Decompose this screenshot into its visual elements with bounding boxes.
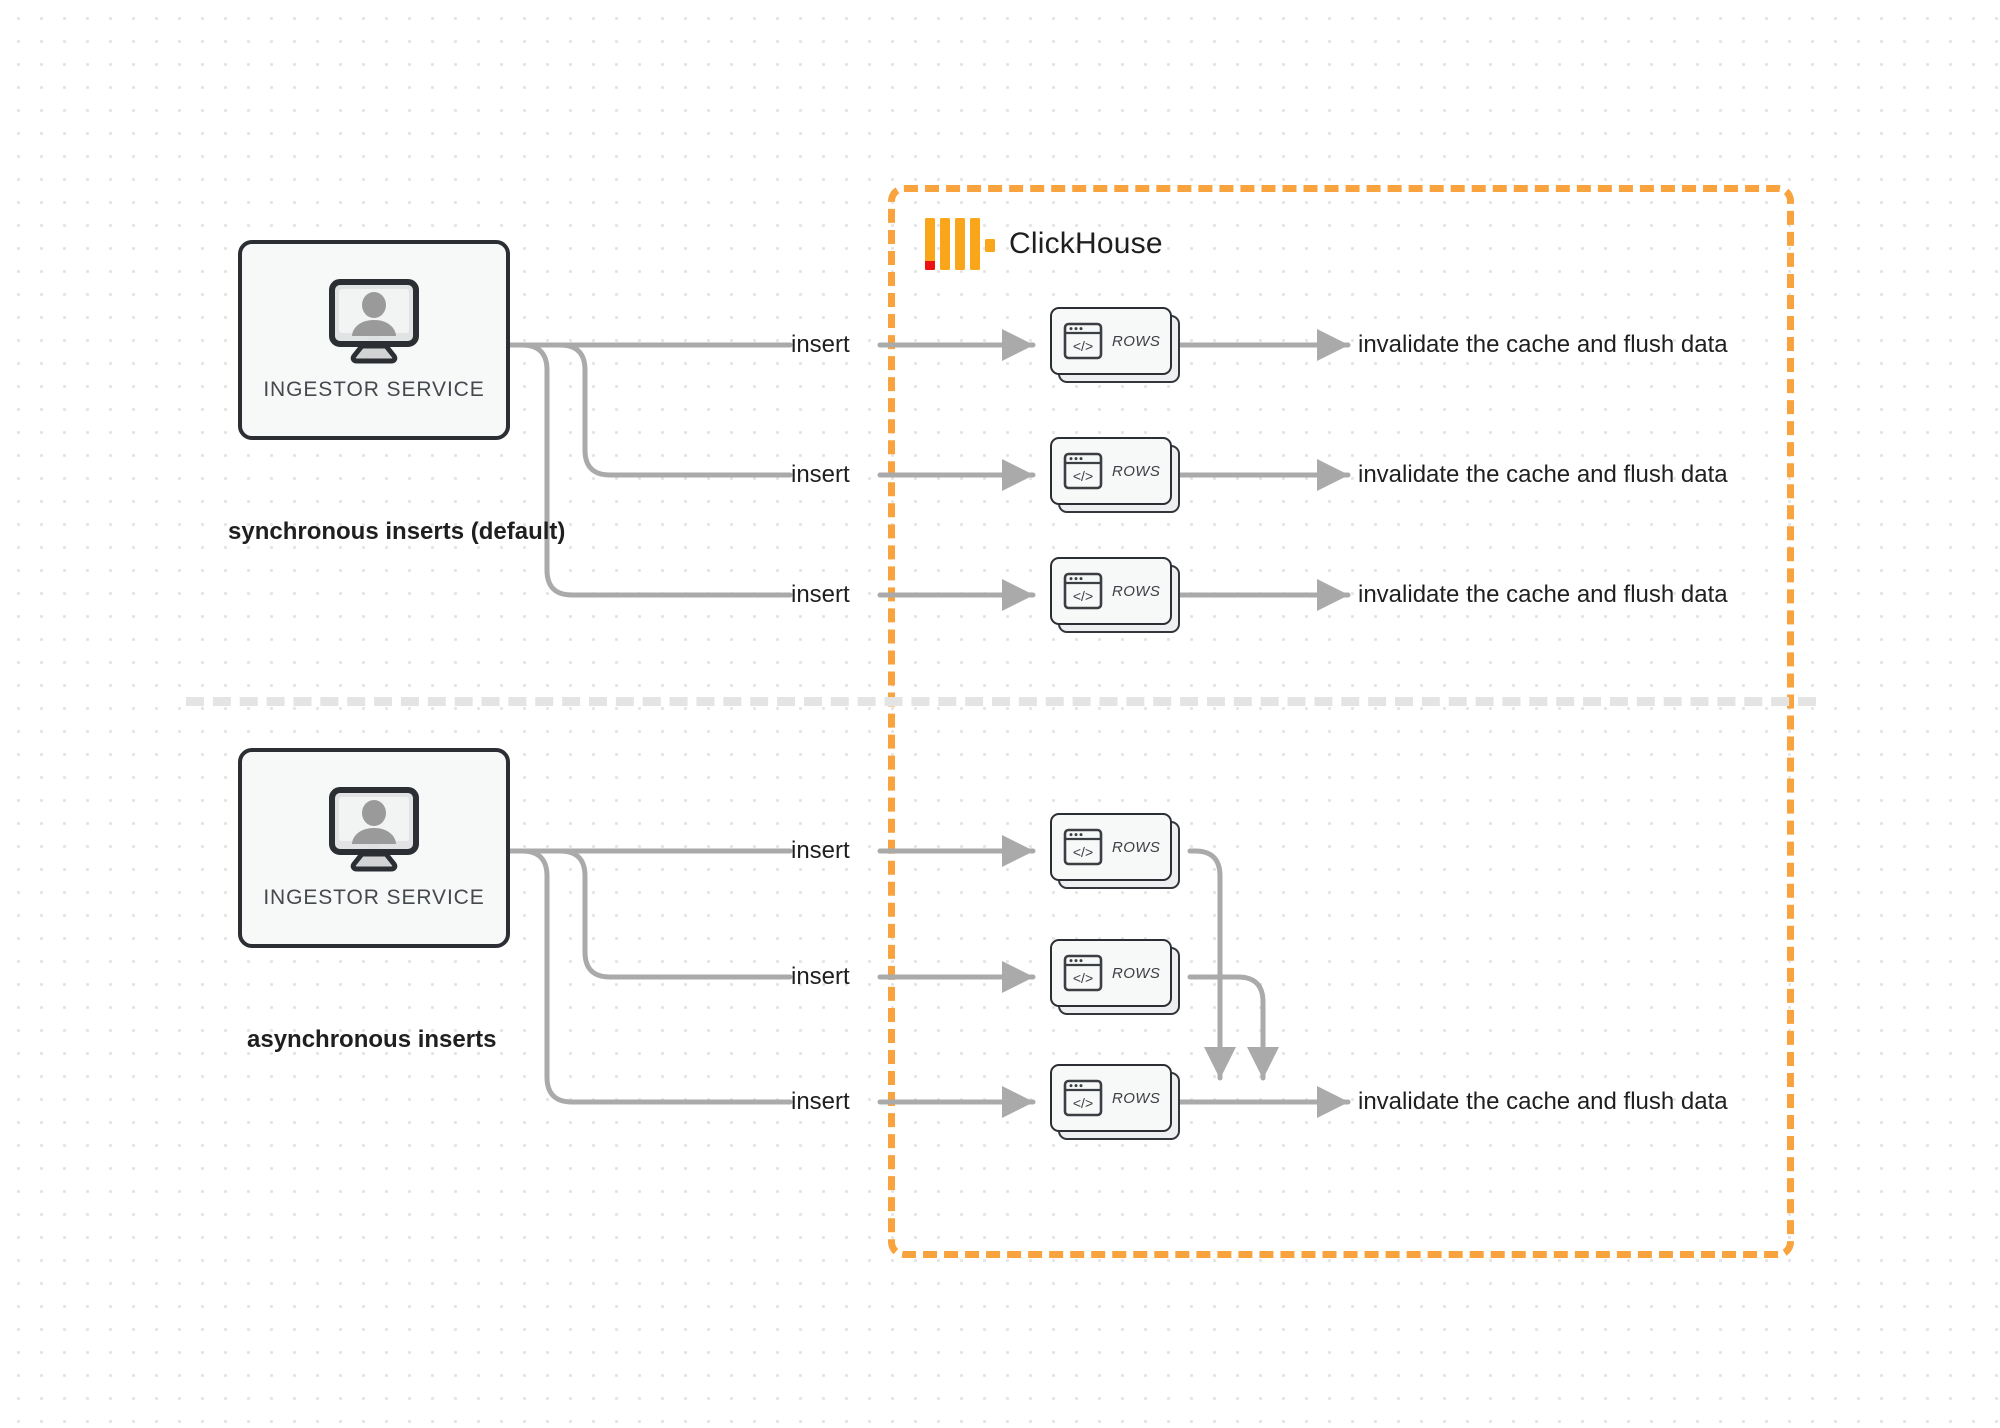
clickhouse-boundary xyxy=(888,185,1794,1258)
rows-node-label: ROWS xyxy=(1112,1089,1161,1107)
code-window-icon: </> xyxy=(1063,954,1103,992)
insert-label-async-3: insert xyxy=(791,1088,850,1115)
result-label-sync-3: invalidate the cache and flush data xyxy=(1358,581,1728,608)
svg-text:</>: </> xyxy=(1073,1095,1093,1111)
rows-node-sync-1[interactable]: </> ROWS xyxy=(1050,307,1180,383)
clickhouse-brand: ClickHouse xyxy=(925,218,1163,270)
rows-node-async-1[interactable]: </> ROWS xyxy=(1050,813,1180,889)
rows-node-async-2[interactable]: </> ROWS xyxy=(1050,939,1180,1015)
code-window-icon: </> xyxy=(1063,452,1103,490)
rows-node-label: ROWS xyxy=(1112,838,1161,856)
ingestor-service-label: INGESTOR SERVICE xyxy=(263,378,485,401)
result-label-sync-2: invalidate the cache and flush data xyxy=(1358,461,1728,488)
insert-label-sync-1: insert xyxy=(791,331,850,358)
monitor-user-icon xyxy=(329,787,419,872)
svg-text:</>: </> xyxy=(1073,468,1093,484)
ingestor-service-synchronous[interactable]: INGESTOR SERVICE xyxy=(238,240,510,440)
svg-text:</>: </> xyxy=(1073,588,1093,604)
insert-label-sync-2: insert xyxy=(791,461,850,488)
insert-label-sync-3: insert xyxy=(791,581,850,608)
rows-node-label: ROWS xyxy=(1112,582,1161,600)
rows-node-label: ROWS xyxy=(1112,332,1161,350)
rows-node-sync-2[interactable]: </> ROWS xyxy=(1050,437,1180,513)
mode-label-asynchronous: asynchronous inserts xyxy=(247,1026,497,1053)
code-window-icon: </> xyxy=(1063,1079,1103,1117)
insert-label-async-2: insert xyxy=(791,963,850,990)
ingestor-service-asynchronous[interactable]: INGESTOR SERVICE xyxy=(238,748,510,948)
rows-node-async-3[interactable]: </> ROWS xyxy=(1050,1064,1180,1140)
svg-text:</>: </> xyxy=(1073,338,1093,354)
clickhouse-wordmark: ClickHouse xyxy=(1009,227,1163,260)
insert-label-async-1: insert xyxy=(791,837,850,864)
result-label-async-merged: invalidate the cache and flush data xyxy=(1358,1088,1728,1115)
rows-node-label: ROWS xyxy=(1112,964,1161,982)
rows-node-label: ROWS xyxy=(1112,462,1161,480)
rows-node-sync-3[interactable]: </> ROWS xyxy=(1050,557,1180,633)
ingestor-service-label: INGESTOR SERVICE xyxy=(263,886,485,909)
clickhouse-logo-icon xyxy=(925,218,995,270)
code-window-icon: </> xyxy=(1063,828,1103,866)
monitor-user-icon xyxy=(329,279,419,364)
code-window-icon: </> xyxy=(1063,572,1103,610)
section-divider xyxy=(186,697,1816,706)
code-window-icon: </> xyxy=(1063,322,1103,360)
svg-text:</>: </> xyxy=(1073,970,1093,986)
mode-label-synchronous: synchronous inserts (default) xyxy=(228,518,566,545)
result-label-sync-1: invalidate the cache and flush data xyxy=(1358,331,1728,358)
svg-text:</>: </> xyxy=(1073,844,1093,860)
